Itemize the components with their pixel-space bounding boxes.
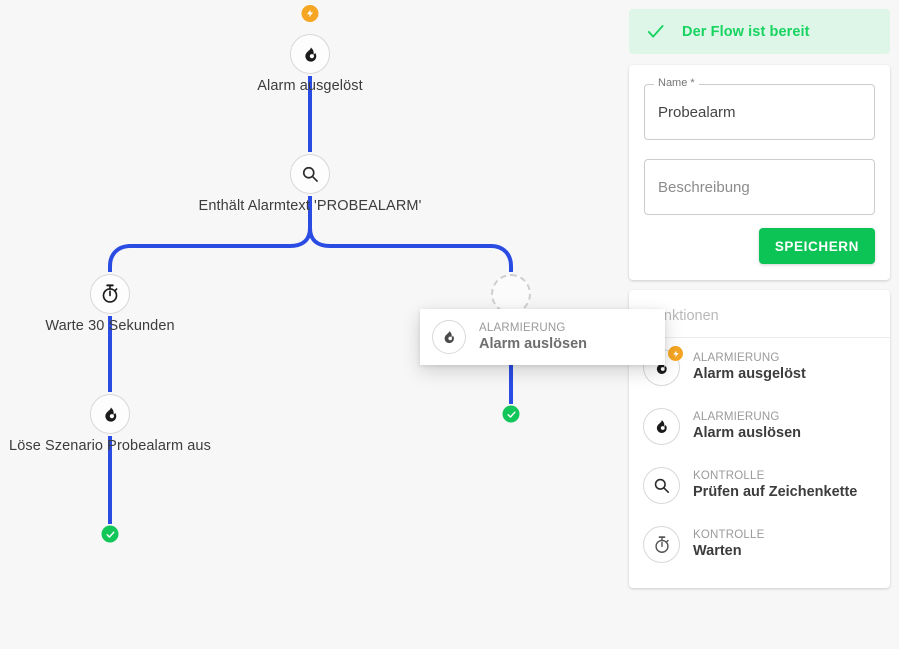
flow-settings-card: Probealarm Name * Beschreibung SPEICHERN <box>629 65 890 280</box>
function-icon-wrapper <box>432 320 466 354</box>
function-item-alarm-ausgeloest[interactable]: ALARMIERUNG Alarm ausgelöst <box>629 338 890 397</box>
function-icon-wrapper <box>643 408 680 445</box>
function-title: Alarm auslösen <box>479 335 587 352</box>
node-icon-wrapper <box>90 274 130 314</box>
flame-icon <box>656 418 667 433</box>
check-icon <box>646 22 665 41</box>
functions-card: Funktionen ALARMIERUNG Alarm ausgelöst <box>629 290 890 588</box>
right-panel: Der Flow ist bereit Probealarm Name * Be… <box>620 0 899 649</box>
functions-header: Funktionen <box>629 290 890 338</box>
magnifier-icon <box>302 166 318 182</box>
check-circle-icon <box>101 525 119 543</box>
function-text: ALARMIERUNG Alarm auslösen <box>479 321 587 354</box>
function-title: Prüfen auf Zeichenkette <box>693 484 858 500</box>
drop-target-placeholder[interactable] <box>491 274 531 314</box>
flow-node-alarm-ausgeloest[interactable]: Alarm ausgelöst <box>257 5 363 94</box>
flow-status-text: Der Flow ist bereit <box>682 23 810 40</box>
function-icon-wrapper <box>643 526 680 563</box>
function-item-pruefen-auf-zeichenkette[interactable]: KONTROLLE Prüfen auf Zeichenkette <box>629 456 890 515</box>
node-icon-wrapper <box>90 394 130 434</box>
function-category: ALARMIERUNG <box>693 352 780 364</box>
function-text: ALARMIERUNG Alarm auslösen <box>693 410 801 443</box>
stopwatch-icon <box>102 284 118 303</box>
flame-icon <box>444 329 454 344</box>
flow-node-loese-szenario-probealarm-aus[interactable]: Löse Szenario Probealarm aus <box>9 394 211 454</box>
function-category: ALARMIERUNG <box>693 411 780 423</box>
function-title: Alarm ausgelöst <box>693 366 806 382</box>
name-field[interactable]: Probealarm <box>644 84 875 140</box>
flame-icon <box>656 359 667 374</box>
function-category: ALARMIERUNG <box>479 321 566 334</box>
flow-node-warte-30-sekunden[interactable]: Warte 30 Sekunden <box>45 274 175 334</box>
flow-node-label: Alarm ausgelöst <box>257 78 363 94</box>
function-category: KONTROLLE <box>693 470 765 482</box>
node-icon-wrapper <box>290 154 330 194</box>
name-field-wrapper: Probealarm Name * <box>644 77 875 140</box>
function-text: KONTROLLE Prüfen auf Zeichenkette <box>693 469 857 502</box>
magnifier-icon <box>654 478 670 494</box>
description-field[interactable]: Beschreibung <box>644 159 875 215</box>
description-field-placeholder: Beschreibung <box>658 178 750 196</box>
function-title: Warten <box>693 543 742 559</box>
save-button[interactable]: SPEICHERN <box>758 228 875 264</box>
function-category: KONTROLLE <box>693 529 765 541</box>
name-field-value: Probealarm <box>658 103 736 121</box>
flow-status-banner: Der Flow ist bereit <box>629 9 890 54</box>
function-title: Alarm auslösen <box>693 425 801 441</box>
name-field-label: Name * <box>654 77 699 90</box>
flow-edges <box>108 76 513 524</box>
node-icon-wrapper <box>290 5 330 74</box>
flow-node-label: Enthält Alarmtext 'PROBEALARM' <box>198 198 422 214</box>
flame-icon <box>104 405 116 422</box>
dragged-function-card[interactable]: ALARMIERUNG Alarm auslösen <box>420 309 665 365</box>
flow-node-label: Warte 30 Sekunden <box>45 318 175 334</box>
description-field-wrapper: Beschreibung <box>644 159 875 215</box>
function-text: ALARMIERUNG Alarm ausgelöst <box>693 351 806 384</box>
flame-icon <box>304 45 316 62</box>
form-actions: SPEICHERN <box>644 228 875 264</box>
function-item-alarm-ausloesen[interactable]: ALARMIERUNG Alarm auslösen <box>629 397 890 456</box>
bolt-icon <box>668 346 683 361</box>
bolt-icon <box>301 5 319 22</box>
function-icon-wrapper <box>643 467 680 504</box>
flow-node-enthaelt-alarmtext[interactable]: Enthält Alarmtext 'PROBEALARM' <box>199 154 421 214</box>
flow-node-label: Löse Szenario Probealarm aus <box>9 438 211 454</box>
function-item-warten[interactable]: KONTROLLE Warten <box>629 515 890 574</box>
function-text: KONTROLLE Warten <box>693 528 764 561</box>
stopwatch-icon <box>654 535 669 553</box>
check-circle-icon <box>502 405 520 423</box>
